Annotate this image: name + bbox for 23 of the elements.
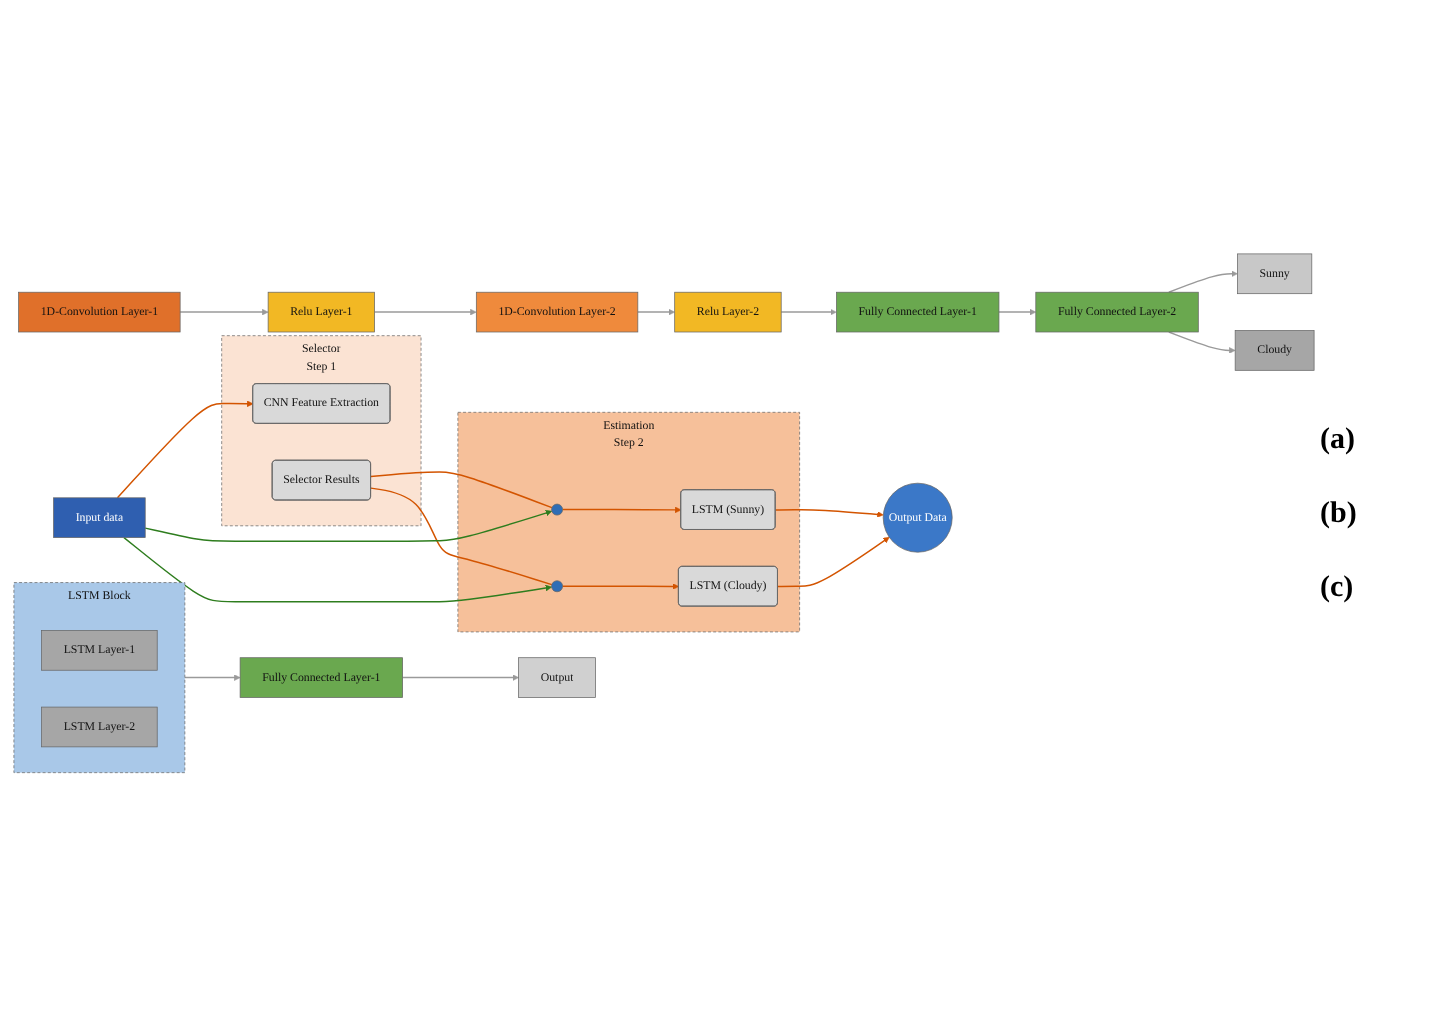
- panel-label: (c): [1320, 571, 1356, 605]
- arrow: [123, 537, 552, 604]
- arrow: [179, 309, 269, 317]
- arrow: [780, 309, 837, 317]
- arrow: [637, 309, 675, 317]
- arrow: [774, 509, 884, 519]
- arrow: [998, 309, 1037, 317]
- node-circle: [551, 581, 563, 593]
- arrow: [373, 309, 477, 317]
- arrow: [777, 537, 890, 589]
- node-circle: [551, 504, 563, 517]
- arrow: [1168, 271, 1238, 294]
- arrow: [184, 675, 241, 682]
- arrow: [561, 507, 682, 514]
- arrow: [1168, 332, 1236, 355]
- arrow: [144, 510, 553, 543]
- panel-label: (b): [1320, 497, 1359, 531]
- connector: [370, 472, 553, 510]
- arrow: [401, 675, 519, 682]
- panel-label: (a): [1320, 423, 1357, 457]
- arrow: [561, 584, 680, 591]
- arrow: [116, 401, 254, 500]
- connector: [370, 488, 553, 587]
